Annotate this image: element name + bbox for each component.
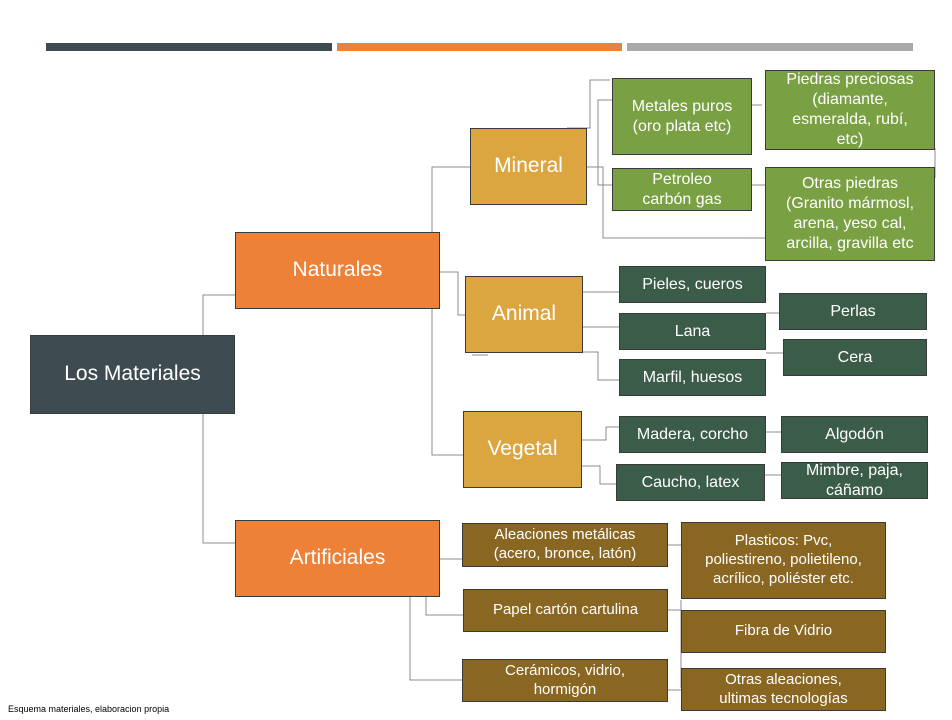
connector-mineral-petroleo [586,166,612,186]
node-animal: Animal [465,276,583,353]
connector-vegetal-caucho [582,465,616,485]
item-petroleo: Petroleo carbón gas [612,168,752,211]
connector-naturales-mineral [431,166,470,232]
connector-root-naturales [202,294,235,335]
connector-root-artificiales [202,413,235,544]
item-otras-aleaciones: Otras aleaciones, ultimas tecnologías [681,668,886,711]
item-cera: Cera [783,339,927,376]
item-caucho-latex: Caucho, latex [616,464,765,501]
header-bar-gray [627,43,913,51]
item-madera-corcho: Madera, corcho [619,416,766,453]
header-bar-orange [337,43,622,51]
header-bar-slate [46,43,332,51]
connector-naturales-vegetal [431,308,463,456]
figure-caption: Esquema materiales, elaboracion propia [8,704,170,714]
item-ceramicos-vidrio: Cerámicos, vidrio, hormigón [462,659,668,702]
connector-artificiales-ceramicos [409,597,462,681]
item-lana: Lana [619,313,766,350]
item-fibra-vidrio: Fibra de Vidrio [681,610,886,653]
item-perlas: Perlas [779,293,927,330]
item-aleaciones-metalicas: Aleaciones metálicas (acero, bronce, lat… [462,523,668,567]
node-mineral: Mineral [470,128,587,205]
item-metales-puros: Metales puros (oro plata etc) [612,78,752,155]
item-pieles-cueros: Pieles, cueros [619,266,766,303]
connector-mineral-otras [586,166,765,239]
node-vegetal: Vegetal [463,411,582,488]
item-algodon: Algodón [781,416,928,453]
item-papel-carton: Papel cartón cartulina [463,589,668,632]
item-mimbre-paja: Mimbre, paja, cáñamo [781,462,928,499]
item-piedras-preciosas: Piedras preciosas (diamante, esmeralda, … [765,70,935,150]
connector-vegetal-madera [582,426,619,441]
item-plasticos: Plasticos: Pvc, poliestireno, polietilen… [681,522,886,599]
item-marfil-huesos: Marfil, huesos [619,359,766,396]
connector-animal-marfil [583,351,619,381]
node-naturales: Naturales [235,232,440,309]
connector-naturales-animal [440,271,465,316]
connector-mineral-top [567,79,610,129]
connector-artificiales-papel [425,597,463,616]
root-los-materiales: Los Materiales [30,335,235,414]
node-artificiales: Artificiales [235,520,440,597]
item-otras-piedras: Otras piedras (Granito mármosl, arena, y… [765,167,935,261]
